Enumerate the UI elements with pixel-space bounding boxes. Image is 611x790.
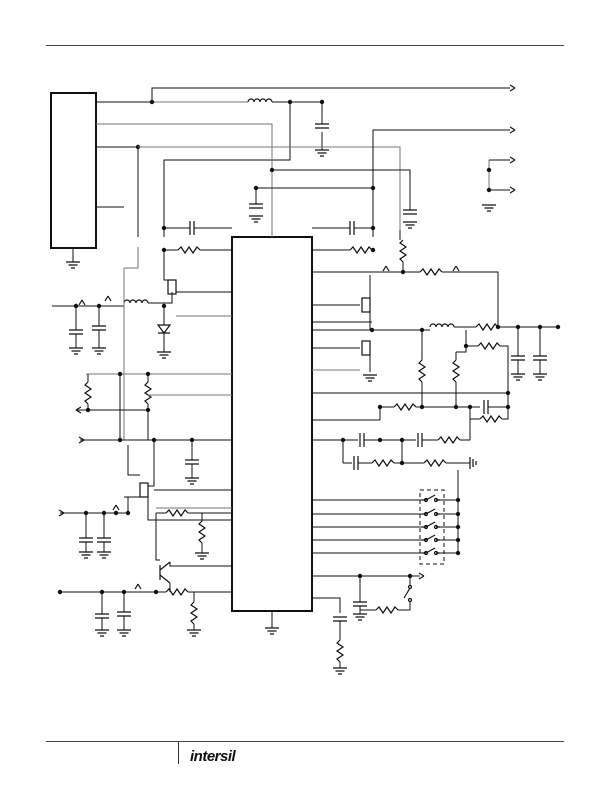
right-top-wiring xyxy=(248,129,510,328)
left-input-bus xyxy=(78,374,232,485)
left-buck-stage xyxy=(52,247,232,440)
right-buck-stage xyxy=(312,275,561,407)
footer-divider xyxy=(178,742,179,764)
left-mid-resistors xyxy=(75,371,232,440)
bottom-right-switch xyxy=(312,572,425,675)
main-ic xyxy=(231,236,313,612)
load-switch-fet xyxy=(124,440,232,521)
lower-left-transistor xyxy=(155,513,232,592)
intersil-logo: intersil xyxy=(190,748,236,765)
ic-top-passives xyxy=(161,220,376,254)
bottom-left-input xyxy=(57,583,232,637)
header-rule xyxy=(46,45,564,46)
connector-block xyxy=(50,92,97,249)
footer-rule xyxy=(46,741,564,742)
left-lower-input xyxy=(58,497,232,560)
right-feedback-network xyxy=(312,390,511,471)
ic-ground xyxy=(264,611,280,635)
connector-ground xyxy=(65,248,81,269)
dip-switch-bank xyxy=(312,470,461,565)
top-bus-wiring xyxy=(96,87,510,237)
